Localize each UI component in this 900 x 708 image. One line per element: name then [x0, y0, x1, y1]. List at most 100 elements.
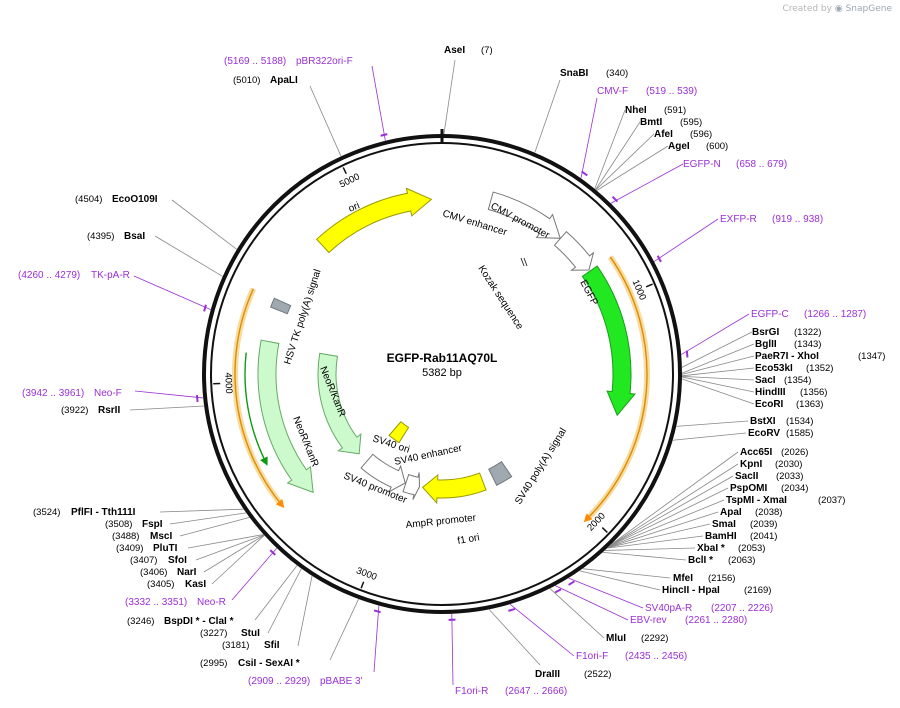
enzyme-name[interactable]: KasI — [185, 579, 206, 590]
enzyme-name[interactable]: CsiI - SexAI * — [238, 658, 300, 669]
enzyme-name[interactable]: DraIII — [535, 669, 560, 680]
enzyme-name[interactable]: MscI — [150, 531, 172, 542]
primer-mark — [508, 607, 516, 612]
enzyme-name[interactable]: EcoRV — [748, 428, 780, 439]
primer-range: (2435 .. 2456) — [625, 651, 687, 662]
leader-line — [610, 163, 684, 204]
primer-name[interactable]: Neo-F — [94, 388, 122, 399]
enzyme-name[interactable]: HindIII — [755, 387, 786, 398]
leader-line — [171, 199, 238, 250]
enzyme-name[interactable]: XbaI * — [697, 543, 725, 554]
enzyme-position: (1322) — [794, 327, 821, 338]
leader-line — [509, 603, 575, 657]
enzyme-position: (1363) — [796, 399, 823, 410]
primer-mark — [685, 350, 689, 358]
enzyme-name[interactable]: NheI — [625, 105, 647, 116]
enzyme-name[interactable]: StuI — [241, 628, 260, 639]
enzyme-name[interactable]: Acc65I — [740, 447, 772, 458]
leader-line — [672, 432, 747, 441]
primer-name[interactable]: pBABE 3' — [320, 676, 363, 687]
enzyme-position: (2995) — [200, 658, 227, 669]
enzyme-name[interactable]: SfoI — [168, 555, 187, 566]
leader-line — [607, 511, 719, 548]
enzyme-name[interactable]: Eco53kI — [755, 363, 793, 374]
tick-mark — [360, 581, 365, 589]
primer-name[interactable]: SV40pA-R — [645, 603, 692, 614]
primer-name[interactable]: EGFP-N — [683, 159, 721, 170]
leader-line — [681, 376, 755, 393]
enzyme-position: (3246) — [127, 616, 154, 627]
leader-line — [681, 378, 755, 405]
enzyme-name[interactable]: MluI — [606, 633, 626, 644]
feature-arrow-sv40-promoter — [360, 453, 406, 493]
orf-arc — [583, 256, 648, 523]
enzyme-position: (2034) — [781, 483, 808, 494]
enzyme-name[interactable]: BspDI * - ClaI * — [164, 616, 234, 627]
tick-label: 3000 — [355, 565, 379, 583]
tick-mark — [601, 527, 608, 533]
primer-name[interactable]: EBV-rev — [630, 615, 667, 626]
primer-name[interactable]: TK-pA-R — [91, 270, 130, 281]
primer-name[interactable]: EGFP-C — [751, 309, 789, 320]
enzyme-name[interactable]: PluTI — [153, 543, 178, 554]
enzyme-name[interactable]: ApaLI — [270, 75, 298, 86]
enzyme-name[interactable]: MfeI — [673, 573, 693, 584]
enzyme-name[interactable]: ApaI — [720, 507, 742, 518]
enzyme-position: (3227) — [200, 628, 227, 639]
enzyme-name[interactable]: AseI — [444, 45, 465, 56]
leader-line — [609, 463, 739, 547]
enzyme-name[interactable]: KpnI — [740, 459, 762, 470]
enzyme-name[interactable]: RsrII — [98, 405, 120, 416]
enzyme-name[interactable]: NarI — [177, 567, 197, 578]
leader-lines-layer — [129, 59, 755, 686]
enzyme-name[interactable]: SacII — [735, 471, 759, 482]
enzyme-name[interactable]: AfeI — [654, 129, 673, 140]
enzyme-name[interactable]: BglII — [755, 339, 777, 350]
enzyme-position: (2037) — [818, 495, 845, 506]
enzyme-name[interactable]: EcoO109I — [112, 194, 158, 205]
enzyme-name[interactable]: EcoRI — [755, 399, 784, 410]
enzyme-name[interactable]: TspMI - XmaI — [726, 495, 787, 506]
enzyme-position: (600) — [706, 141, 728, 152]
enzyme-position: (2038) — [755, 507, 782, 518]
enzyme-name[interactable]: PspOMI — [730, 483, 767, 494]
enzyme-position: (1343) — [794, 339, 821, 350]
orf-layer — [232, 255, 650, 523]
enzyme-name[interactable]: SmaI — [712, 519, 736, 530]
enzyme-name[interactable]: BstXI — [750, 416, 776, 427]
enzyme-position: (1356) — [800, 387, 827, 398]
leader-line — [451, 613, 454, 686]
leader-line — [371, 65, 386, 141]
enzyme-position: (340) — [606, 68, 628, 79]
enzyme-name[interactable]: SnaBI — [560, 68, 589, 79]
enzyme-position: (3181) — [222, 640, 249, 651]
enzyme-name[interactable]: SfiI — [264, 640, 280, 651]
primer-name[interactable]: CMV-F — [597, 86, 628, 97]
enzyme-position: (3524) — [33, 507, 60, 518]
enzyme-name[interactable]: AgeI — [668, 141, 690, 152]
enzyme-name[interactable]: HincII - HpaI — [662, 585, 720, 596]
enzyme-name[interactable]: BmtI — [640, 117, 662, 128]
enzyme-name[interactable]: SacI — [755, 375, 776, 386]
enzyme-name[interactable]: BamHI — [705, 531, 737, 542]
enzyme-name[interactable]: BclI * — [688, 555, 713, 566]
primer-name[interactable]: pBR322ori-F — [296, 56, 353, 67]
enzyme-name[interactable]: PaeR7I - XhoI — [755, 351, 819, 362]
primer-name[interactable]: Neo-R — [197, 597, 226, 608]
feature-arrow-hsv-tk-polya — [269, 297, 292, 315]
primer-name[interactable]: F1ori-F — [576, 651, 608, 662]
primer-name[interactable]: EXFP-R — [720, 214, 757, 225]
leader-line — [653, 218, 719, 262]
enzyme-name[interactable]: PflFI - Tth111I — [71, 507, 136, 518]
enzyme-name[interactable]: FspI — [142, 519, 163, 530]
tick-label: 4000 — [222, 372, 234, 394]
enzyme-position: (596) — [690, 129, 712, 140]
enzyme-name[interactable]: BsrGI — [752, 327, 779, 338]
enzyme-position: (2039) — [750, 519, 777, 530]
primer-range: (519 .. 539) — [646, 86, 697, 97]
primer-name[interactable]: F1ori-R — [455, 686, 488, 697]
feature-label-hsv-tk-polya: HSV TK poly(A) signal — [282, 268, 323, 366]
enzyme-position: (1585) — [786, 428, 813, 439]
enzyme-name[interactable]: BsaI — [124, 231, 145, 242]
feature-arrow-neor-kanr-inner — [317, 352, 362, 455]
